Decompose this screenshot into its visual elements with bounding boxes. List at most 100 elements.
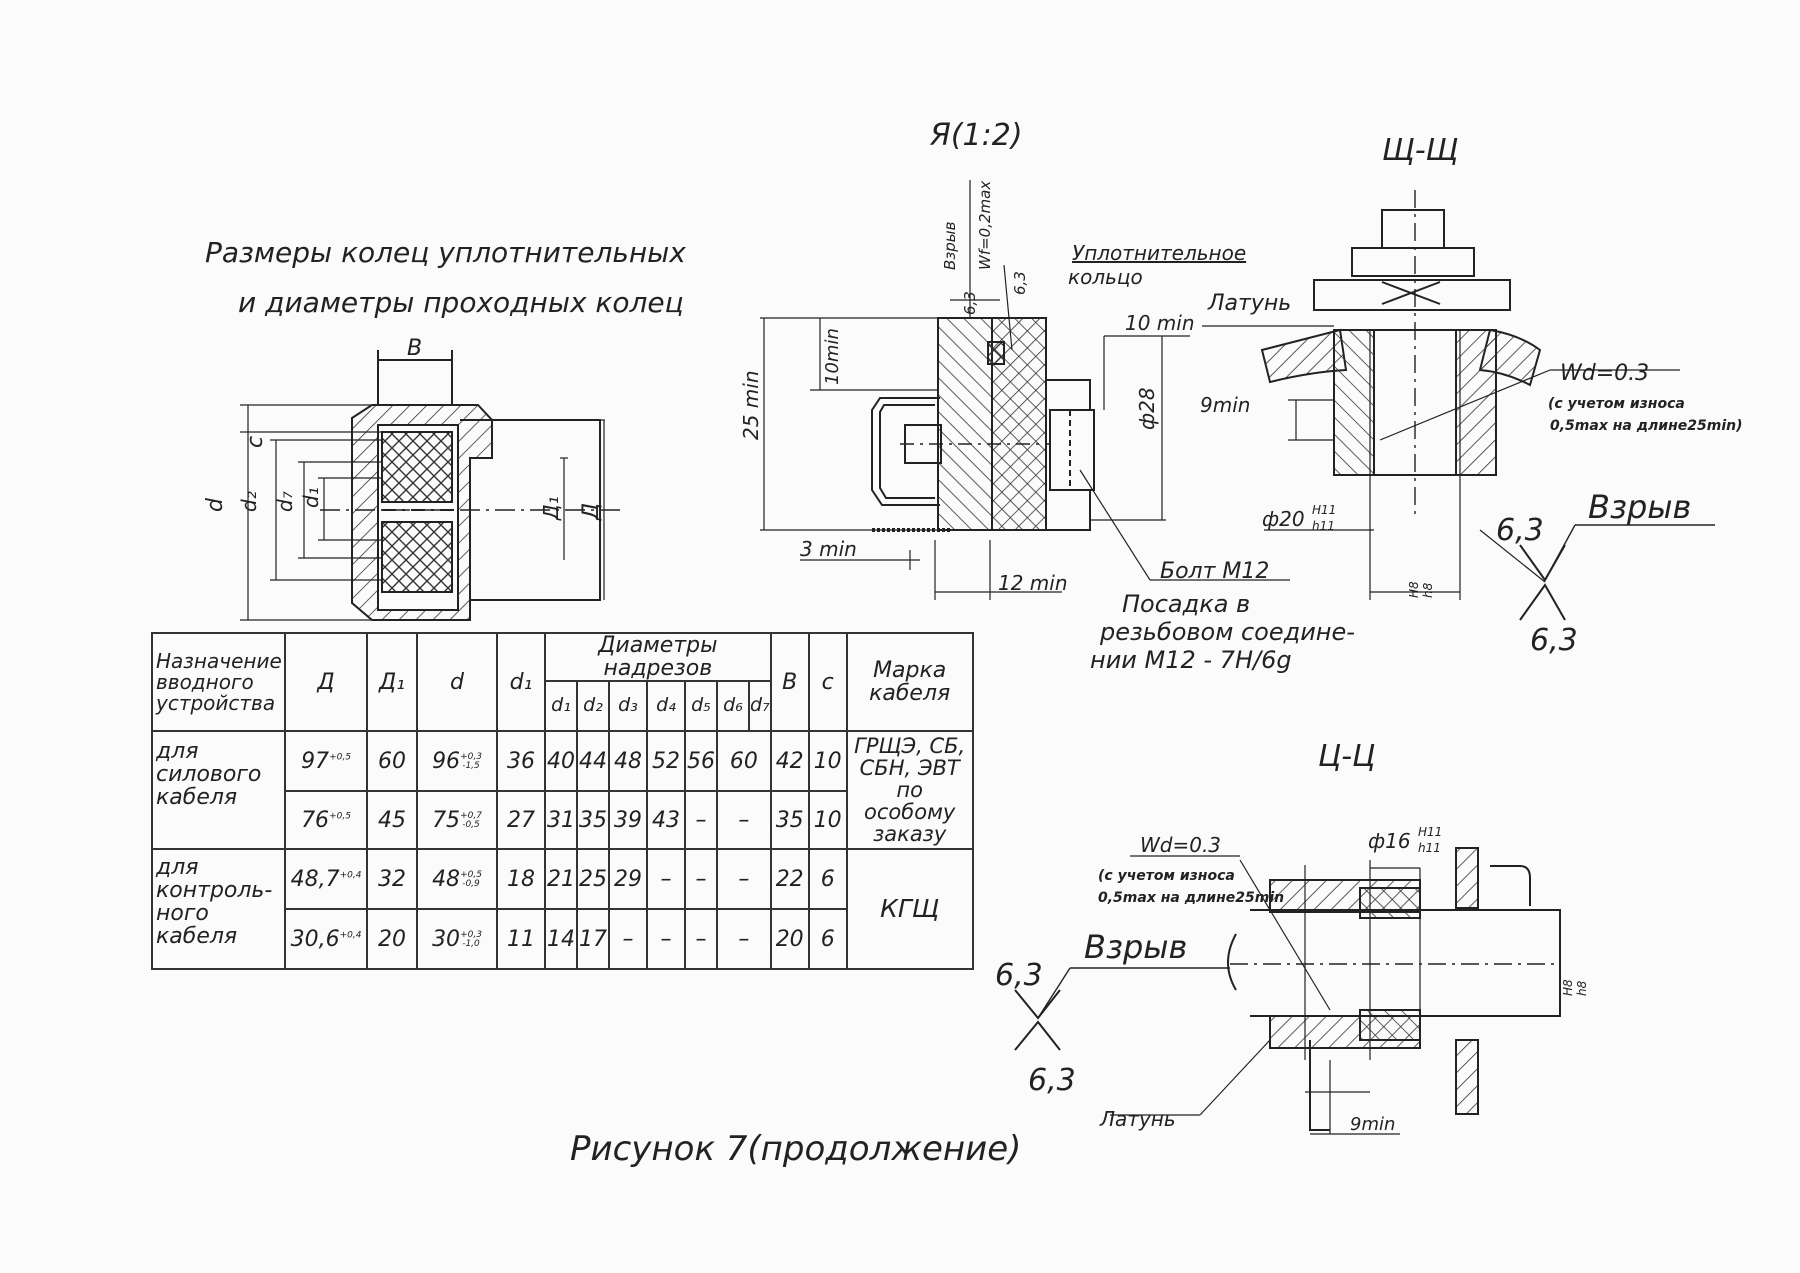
hdr-brand: Марка кабеля [845, 631, 974, 733]
fit-h8-bottom: Н8 [1561, 979, 1575, 996]
table-row: 76+0,5 45 75+0,7-0,5 27 31 35 39 43 – – … [152, 790, 973, 851]
section-ts-title: Ц-Ц [1318, 739, 1375, 774]
dim-phi16: ф16 [1368, 829, 1411, 853]
cell-D1: 60 [366, 730, 418, 793]
dim-D-label: Д [579, 503, 604, 521]
cell-cut: – [716, 790, 772, 851]
roughness-1: 6,3 [961, 291, 979, 315]
cell-d1: 27 [496, 790, 546, 851]
section-ts-drawing [1014, 847, 1561, 1135]
bolt-label: Болт М12 [1160, 559, 1269, 584]
cell-B: 22 [769, 848, 810, 911]
seal-label-2: кольцо [1068, 265, 1143, 289]
cell-cut: – [684, 848, 718, 911]
dim-10min-side: 10min [822, 328, 843, 385]
vzryv-bottom: Взрыв [1084, 928, 1187, 966]
latun-label-bottom: Латунь [1099, 1107, 1176, 1131]
cell-d1: 11 [496, 908, 546, 971]
cell-cut: – [684, 790, 718, 851]
hdr-sub-4: d₄ [646, 680, 686, 733]
cell-cut: 17 [576, 908, 610, 971]
hdr-sub-5: d₅ [684, 680, 718, 733]
ring-dimensions-table: Назначение вводного устройства Д Д₁ d d₁… [151, 631, 974, 971]
fit-h11-bottom: Н11 [1418, 825, 1442, 839]
cell-d: 75+0,7-0,5 [416, 790, 498, 851]
dim-d7-label: d₇ [273, 491, 297, 512]
dim-d1-label: d₁ [299, 487, 323, 508]
cell-c: 10 [807, 790, 848, 851]
view-ya-drawing [760, 180, 1290, 600]
cell-cut: 35 [576, 790, 610, 851]
cell-cut: 39 [608, 790, 648, 851]
cell-cut: – [716, 848, 772, 911]
dim-d-label: d [203, 497, 228, 512]
dim-c-label: с [243, 436, 268, 448]
dim-d2-label: d₂ [237, 491, 261, 512]
group2-brand: КГЩ [845, 848, 974, 971]
hdr-sub-2: d₂ [576, 680, 610, 733]
fit-h11b-top: h11 [1312, 519, 1335, 533]
cell-D1: 32 [366, 848, 418, 911]
wear-note-bottom-2: 0,5max на длине25min [1098, 890, 1284, 906]
roughness-2: 6,3 [1011, 271, 1029, 295]
group2-label: для контроль-ного кабеля [151, 848, 286, 971]
hdr-sub-1: d₁ [544, 680, 578, 733]
cell-B: 42 [769, 730, 810, 793]
dim-10min-top: 10 min [1125, 311, 1195, 335]
dim-3min: 3 min [800, 537, 857, 561]
dim-D1-label: Д₁ [539, 496, 563, 521]
wear-note-bottom-1: (с учетом износа [1098, 868, 1235, 884]
cell-cut: 52 [646, 730, 686, 793]
hdr-sub-3: d₃ [608, 680, 648, 733]
fit-label-3: нии М12 - 7Н/6g [1090, 646, 1292, 674]
fit-label-1: Посадка в [1122, 590, 1250, 618]
cell-cut: 60 [716, 730, 772, 793]
dim-phi20: ф20 [1262, 507, 1305, 531]
cell-cut: – [646, 848, 686, 911]
group1-brand: ГРЩЭ, СБ, СБН, ЭВТ по особому заказу [845, 730, 974, 851]
cell-cut: 48 [608, 730, 648, 793]
cell-D1: 20 [366, 908, 418, 971]
cell-cut: 56 [684, 730, 718, 793]
cell-cut: 14 [544, 908, 578, 971]
dim-B-label: В [407, 336, 422, 361]
wear-note-top-1: (с учетом износа [1548, 396, 1685, 412]
cell-d: 96+0,3-1,5 [416, 730, 498, 793]
hdr-d: d [416, 631, 498, 733]
cell-d1: 36 [496, 730, 546, 793]
hdr-sub-7: d₇ [748, 680, 772, 733]
cell-cut: 44 [576, 730, 610, 793]
cell-cut: 40 [544, 730, 578, 793]
wd-label-top: Wd=0.3 [1560, 361, 1649, 386]
hdr-purpose: Назначение вводного устройства [151, 631, 286, 733]
dim-9min-top: 9min [1200, 393, 1250, 417]
view-ya-title: Я(1:2) [929, 118, 1023, 153]
cell-D: 76+0,5 [284, 790, 368, 851]
dim-9min-bottom: 9min [1350, 1114, 1395, 1135]
rings-title-line2: и диаметры проходных колец [238, 286, 684, 319]
hdr-D1: Д₁ [366, 631, 418, 733]
cell-cut: 31 [544, 790, 578, 851]
cell-D: 48,7+0,4 [284, 848, 368, 911]
hdr-d1: d₁ [496, 631, 546, 733]
cell-cut: – [646, 908, 686, 971]
seal-label-1: Уплотнительное [1072, 241, 1246, 265]
wf-label: Wf=0,2max [976, 181, 994, 270]
roughness-top-upper: 6,3 [1496, 513, 1544, 548]
hdr-sub-6: d₆ [716, 680, 750, 733]
cell-D: 30,6+0,4 [284, 908, 368, 971]
fit-h8-top: Н8 [1407, 581, 1421, 598]
fit-h8b-bottom: h8 [1575, 980, 1589, 996]
fit-h11-top: Н11 [1312, 503, 1336, 517]
cell-cut: 21 [544, 848, 578, 911]
cell-d: 30+0,3-1,0 [416, 908, 498, 971]
fit-label-2: резьбовом соедине- [1099, 618, 1355, 646]
cell-B: 20 [769, 908, 810, 971]
latun-label-top: Латунь [1207, 291, 1291, 316]
cell-c: 6 [807, 908, 848, 971]
cell-B: 35 [769, 790, 810, 851]
hdr-B: В [769, 631, 810, 733]
hdr-c: с [807, 631, 848, 733]
